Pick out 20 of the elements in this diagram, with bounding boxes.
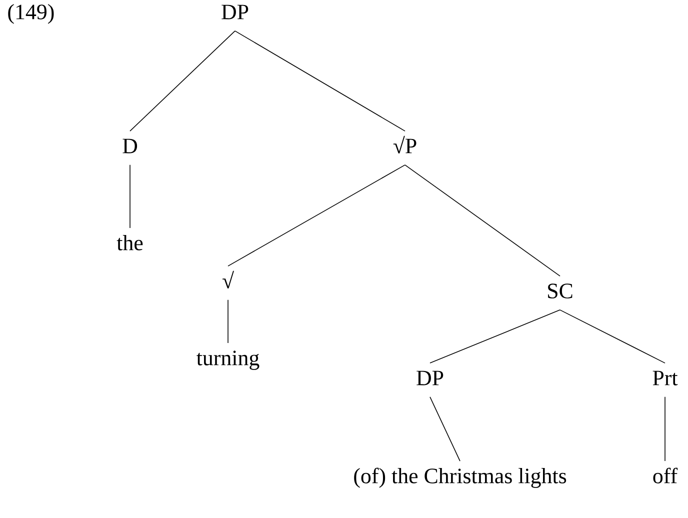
example-number: (149): [8, 4, 54, 24]
tree-label: √: [222, 270, 234, 288]
tree-label: DP: [416, 370, 444, 386]
tree-label: D: [122, 138, 138, 154]
tree-label: √P: [393, 136, 416, 154]
tree-branch: [560, 310, 666, 364]
tree-label: the: [116, 234, 143, 250]
tree-label: off: [653, 468, 678, 484]
tree-branch: [234, 30, 406, 132]
tree-label: Prt: [652, 370, 678, 386]
tree-branch: [228, 164, 406, 266]
tree-branch: [430, 396, 460, 462]
tree-label: DP: [222, 4, 248, 20]
tree-branch: [404, 164, 560, 276]
tree-branch: [430, 310, 560, 364]
tree-label: turning: [196, 350, 260, 370]
tree-label: SC: [548, 284, 572, 298]
tree-branch: [664, 396, 666, 462]
tree-label: (of) the Christmas lights: [354, 468, 566, 488]
tree-branch: [130, 30, 236, 132]
